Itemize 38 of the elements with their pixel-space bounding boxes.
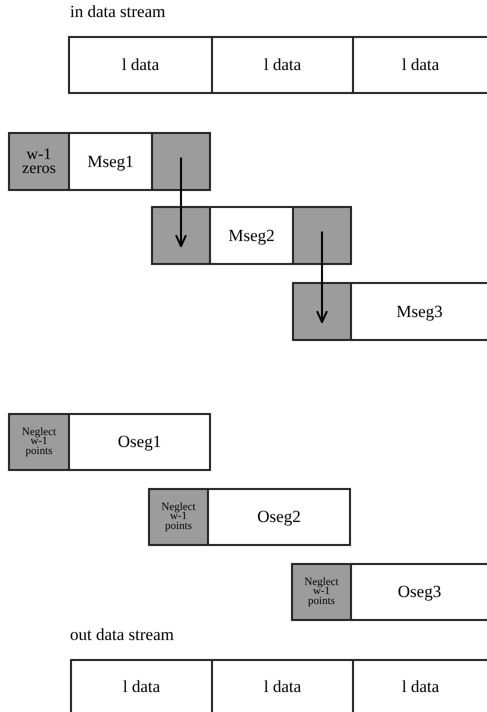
- segment-cell: [68, 36, 213, 94]
- segment-cell: [207, 488, 351, 546]
- segment-cell: [209, 206, 294, 265]
- segment-cell: [352, 36, 487, 94]
- cell-text: l data: [402, 55, 440, 75]
- stream-heading: out data stream: [70, 625, 174, 645]
- overlap-cell: [151, 132, 211, 191]
- cell-text: l data: [122, 55, 160, 75]
- cell-text: l data: [264, 55, 302, 75]
- segment-cell: [68, 413, 211, 471]
- overlap-cell: [151, 206, 211, 265]
- padding-cell: [291, 563, 352, 621]
- cell-text: w-1 zeros: [21, 148, 57, 176]
- overlap-cell: [292, 206, 352, 265]
- arrow: [175, 158, 187, 248]
- cell-text: l data: [264, 676, 302, 696]
- padding-cell: [8, 132, 70, 191]
- cell-text: Oseg1: [118, 432, 162, 452]
- padding-cell: [148, 488, 209, 546]
- cell-text: Neglect w-1 points: [160, 502, 197, 532]
- cell-text: Oseg3: [398, 582, 442, 602]
- cell-text: Neglect w-1 points: [20, 428, 58, 456]
- overlap-cell: [292, 282, 352, 341]
- stream-heading: in data stream: [70, 2, 166, 22]
- cell-text: Mseg3: [396, 302, 443, 322]
- cell-text: Mseg1: [87, 152, 134, 172]
- cell-text: Mseg2: [228, 226, 275, 246]
- arrow: [316, 232, 328, 324]
- cell-text: Oseg2: [257, 507, 301, 527]
- segment-cell: [70, 659, 213, 712]
- cell-text: Neglect w-1 points: [303, 578, 340, 606]
- cell-text: l data: [402, 676, 440, 696]
- segment-cell: [211, 36, 354, 94]
- segment-cell: [68, 132, 153, 191]
- segment-cell: [350, 282, 487, 341]
- segment-cell: [350, 563, 487, 621]
- cell-text: l data: [122, 676, 160, 696]
- padding-cell: [8, 413, 70, 471]
